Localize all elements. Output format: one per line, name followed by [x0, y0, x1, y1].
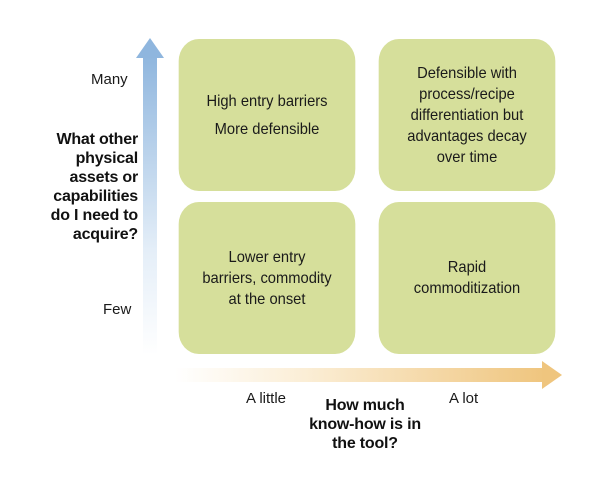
quadrant-text-line: Rapid: [447, 259, 487, 276]
y-axis-title-line: What other: [56, 131, 138, 148]
x-axis-title-line: How much: [325, 397, 405, 414]
y-axis-arrow: [136, 38, 164, 355]
quadrant-text-line: High entry barriers: [206, 92, 328, 110]
y-axis-high-label: Many: [91, 71, 128, 88]
quadrant-bottom-left: Lower entry barriers, commodity at the o…: [178, 202, 356, 354]
quadrant-text-line: barriers, commodity: [202, 269, 332, 287]
y-axis-title-line: capabilities: [53, 188, 138, 205]
quadrant-bottom-right: Rapid commoditization: [378, 202, 556, 354]
quadrant-text-line: commoditization: [413, 280, 521, 297]
quadrant-text-line: differentiation but: [410, 106, 524, 124]
x-axis-low-label: A little: [246, 390, 287, 407]
quadrant-text-line: Defensible with: [417, 64, 517, 82]
y-axis-title-line: acquire?: [72, 226, 138, 243]
quadrant-text-line: advantages decay: [407, 127, 527, 145]
y-axis-title: What other physical assets or capabiliti…: [18, 130, 139, 244]
quadrant-text-line: Lower entry: [228, 248, 306, 266]
x-axis-title-line: the tool?: [332, 435, 398, 452]
quadrant-text-line: process/recipe: [419, 85, 515, 103]
x-axis-title: How much know-how is in the tool?: [290, 396, 440, 453]
y-axis-title-line: do I need to: [50, 207, 139, 224]
x-axis-title-line: know-how is in: [309, 416, 421, 433]
quadrant-text-line: over time: [436, 148, 498, 166]
y-axis-low-label: Few: [103, 301, 132, 318]
quadrant-text-line: More defensible: [214, 120, 320, 138]
y-axis-title-line: physical: [75, 150, 139, 167]
x-axis-arrow: [175, 361, 562, 389]
quadrant-top-left: High entry barriers More defensible: [178, 39, 356, 191]
quadrant-top-right: Defensible with process/recipe different…: [378, 39, 556, 191]
y-axis-title-line: assets or: [69, 169, 139, 186]
quadrant-text-line: at the onset: [228, 290, 306, 308]
x-axis-high-label: A lot: [449, 390, 479, 407]
